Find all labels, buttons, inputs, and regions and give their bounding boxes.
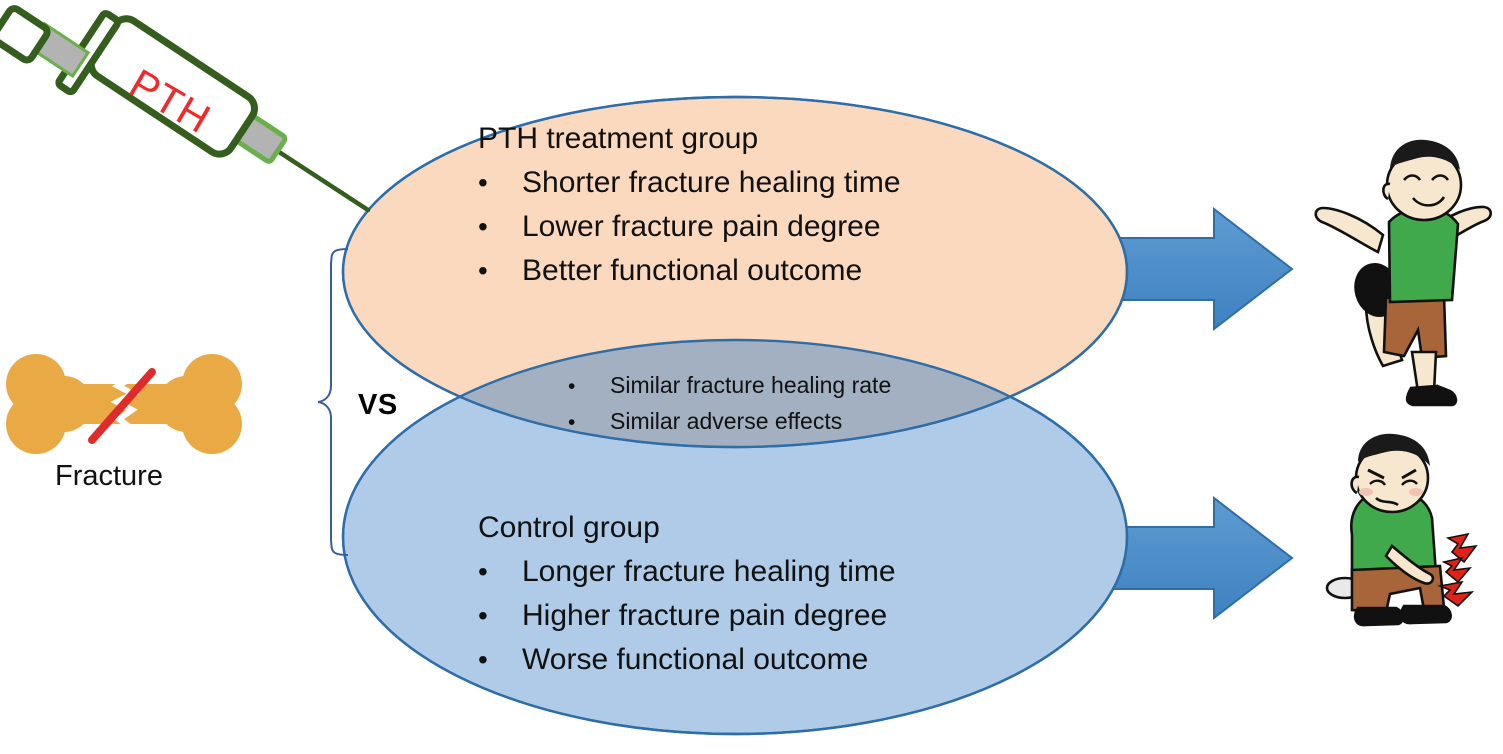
treatment-bullet-1: • Shorter fracture healing time bbox=[478, 168, 901, 198]
control-bullet-2-text: Higher fracture pain degree bbox=[522, 599, 888, 632]
treatment-bullet-3-text: Better functional outcome bbox=[522, 254, 863, 287]
treatment-bullet-3: • Better functional outcome bbox=[478, 256, 862, 286]
bullet-icon: • bbox=[478, 167, 488, 198]
comparison-brace bbox=[317, 248, 349, 556]
treatment-bullet-2: • Lower fracture pain degree bbox=[478, 212, 881, 242]
painful-seated-person-graphic bbox=[1325, 433, 1478, 627]
overlap-bullet-2: • Similar adverse effects bbox=[568, 408, 843, 435]
control-bullet-3-text: Worse functional outcome bbox=[522, 643, 869, 676]
bullet-icon: • bbox=[568, 375, 576, 398]
vs-label: VS bbox=[358, 389, 398, 421]
happy-active-person-graphic bbox=[1314, 139, 1493, 407]
control-bullet-3: • Worse functional outcome bbox=[478, 645, 868, 675]
treatment-group-title: PTH treatment group bbox=[478, 122, 759, 155]
control-bullet-1-text: Longer fracture healing time bbox=[522, 555, 896, 588]
overlap-bullet-1: • Similar fracture healing rate bbox=[568, 372, 892, 399]
bullet-icon: • bbox=[478, 211, 488, 242]
control-ellipse-outline bbox=[341, 338, 1129, 736]
control-group-title: Control group bbox=[478, 511, 660, 544]
pain-indicator-icon bbox=[1437, 532, 1478, 608]
overlap-bullet-2-text: Similar adverse effects bbox=[610, 408, 843, 434]
bullet-icon: • bbox=[478, 255, 488, 286]
bullet-icon: • bbox=[478, 556, 488, 587]
control-bullet-2: • Higher fracture pain degree bbox=[478, 601, 887, 631]
treatment-ellipse-outline bbox=[341, 95, 1129, 449]
bullet-icon: • bbox=[568, 411, 576, 434]
overlap-bullet-1-text: Similar fracture healing rate bbox=[610, 372, 892, 398]
bullet-icon: • bbox=[478, 644, 488, 675]
fracture-label: Fracture bbox=[55, 460, 163, 492]
bullet-icon: • bbox=[478, 600, 488, 631]
control-bullet-1: • Longer fracture healing time bbox=[478, 557, 896, 587]
pth-syringe-graphic bbox=[0, 5, 371, 213]
fractured-bone-graphic bbox=[6, 354, 242, 454]
treatment-bullet-2-text: Lower fracture pain degree bbox=[522, 210, 881, 243]
treatment-bullet-1-text: Shorter fracture healing time bbox=[522, 166, 901, 199]
